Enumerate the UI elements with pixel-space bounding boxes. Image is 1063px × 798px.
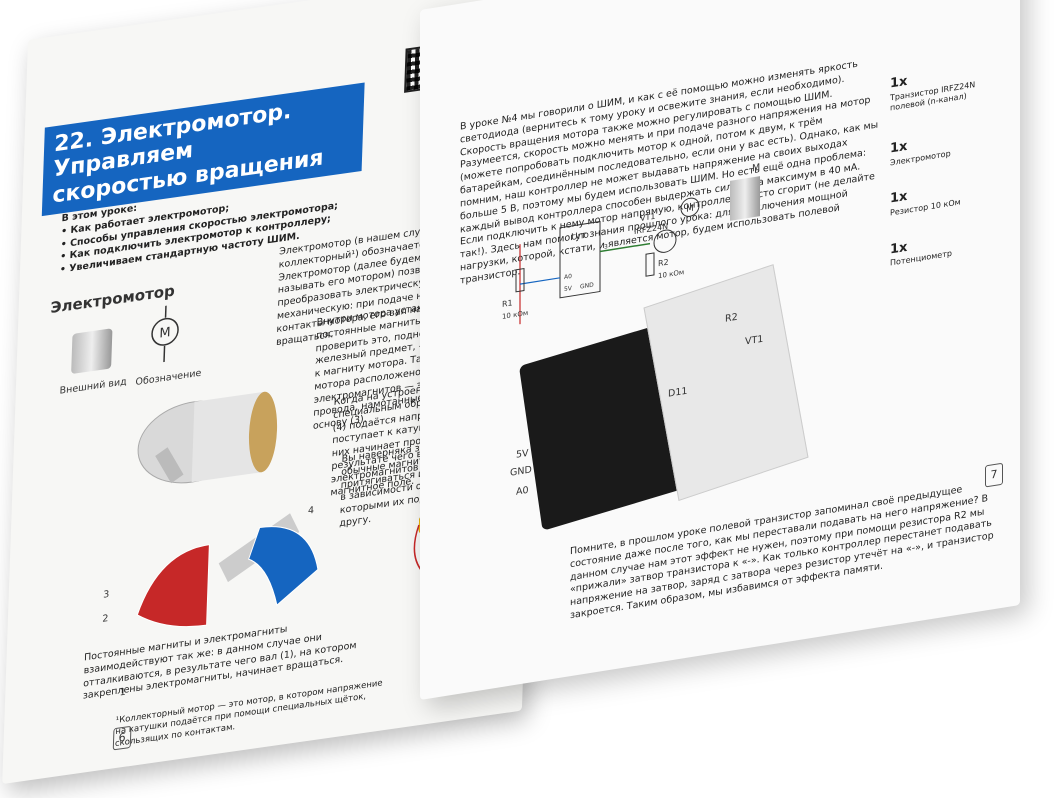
callout-3: 3 (103, 588, 110, 601)
page-number-left: 6 (112, 725, 132, 751)
board-label-gnd: GND (510, 464, 532, 479)
motor-photo-right (730, 176, 760, 221)
label-symbol: Обозначение (135, 367, 202, 389)
schematic-motor: M (686, 204, 694, 215)
schematic-pin3: 3 (604, 243, 608, 251)
right-page: В уроке №4 мы говорили о ШИМ, и как с её… (420, 0, 1020, 700)
board-label-m: M (752, 162, 761, 175)
circuit-schematic: Uno A0 5V GND 3 R1 10 кОм VT1 IRFZ24N R2… (502, 197, 700, 325)
board-label-a0: A0 (516, 484, 529, 498)
schematic-uno: Uno (571, 230, 589, 243)
motor-exploded-illustration (136, 513, 319, 628)
schematic-r2-value: 10 кОм (658, 267, 684, 280)
schematic-a0: A0 (564, 273, 572, 281)
schematic-r1: R1 (502, 298, 513, 309)
schematic-r1-value: 10 кОм (502, 308, 528, 321)
schematic-r2: R2 (658, 258, 669, 269)
motor-illustration (137, 391, 278, 484)
motor-symbol-icon: M (151, 305, 179, 363)
parts-list: 1x Транзистор IRFZ24N полевой (n-канал) … (890, 57, 1010, 270)
label-view: Внешний вид (59, 376, 127, 397)
board-label-r2: R2 (725, 311, 738, 325)
page-number-right: 7 (985, 462, 1003, 488)
callout-2: 2 (102, 612, 109, 625)
motor-photo (71, 328, 113, 375)
schematic-transistor: IRFZ24N (634, 222, 668, 236)
board-label-5v: 5V (516, 447, 529, 461)
motor-symbol-letter: M (159, 325, 171, 342)
callout-4: 4 (307, 504, 315, 517)
schematic-vt1: VT1 (640, 212, 655, 223)
schematic-5v: 5V (564, 285, 573, 293)
schematic-gnd: GND (580, 281, 594, 290)
